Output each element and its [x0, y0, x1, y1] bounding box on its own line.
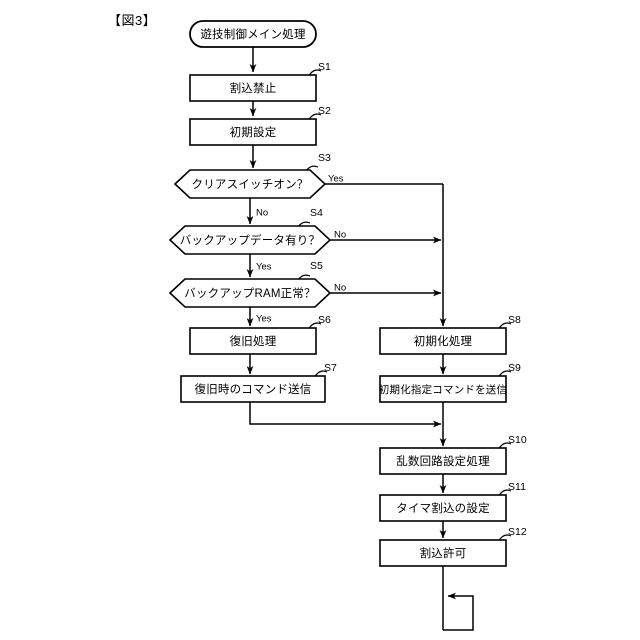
s12-box-label: 割込許可 — [420, 546, 467, 560]
branch-label-s3-no: No — [256, 208, 268, 219]
s8-box-shape — [379, 327, 507, 355]
branch-labels: Yes No No Yes No Yes — [256, 174, 346, 325]
s1-box-shape — [189, 74, 317, 102]
node-s3[interactable]: クリアスイッチオン？ — [173, 169, 327, 199]
s7-box-label: 復旧時のコマンド送信 — [195, 382, 312, 396]
node-s11[interactable]: タイマ割込の設定 — [379, 494, 507, 522]
figure-title: 【図3】 — [108, 13, 157, 28]
s2-box-label: 初期設定 — [230, 125, 277, 139]
s11-box-label: タイマ割込の設定 — [396, 501, 490, 515]
node-s2[interactable]: 初期設定 — [189, 118, 317, 146]
start-terminator-shape — [189, 20, 317, 48]
node-start[interactable]: 遊技制御メイン処理 — [189, 20, 317, 48]
branch-label-s3-yes: Yes — [328, 174, 344, 185]
step-label-s5: S5 — [310, 260, 323, 272]
edge-s7-to-merge — [249, 402, 442, 428]
edge-loop-back — [443, 592, 474, 631]
step-label-s2: S2 — [318, 105, 331, 117]
s5-decision-shape — [168, 278, 332, 308]
node-s10[interactable]: 乱数回路設定処理 — [379, 447, 507, 475]
s1-box-label: 割込禁止 — [230, 81, 277, 95]
step-label-s6: S6 — [318, 314, 331, 326]
s9-box-label: 初期化指定コマンドを送信 — [379, 383, 507, 396]
s12-box-shape — [379, 539, 507, 567]
step-label-s10: S10 — [508, 434, 527, 446]
s8-box-label: 初期化処理 — [414, 334, 473, 348]
step-number-labels: S1 S2 S3 S4 S5 S6 S7 S8 S9 S10 S11 S12 — [310, 61, 527, 538]
node-s5[interactable]: バックアップRAM正常？ — [168, 278, 332, 308]
s10-box-label: 乱数回路設定処理 — [396, 454, 490, 468]
node-s4[interactable]: バックアップデータ有り？ — [168, 225, 332, 255]
s11-box-shape — [379, 494, 507, 522]
s3-decision-shape — [173, 169, 327, 199]
step-label-s9: S9 — [508, 362, 521, 374]
branch-label-s4-no: No — [334, 230, 346, 241]
s10-box-shape — [379, 447, 507, 475]
s5-decision-label: バックアップRAM正常？ — [184, 287, 315, 300]
branch-label-s5-no: No — [334, 283, 346, 294]
step-label-s7: S7 — [324, 362, 337, 374]
node-s1[interactable]: 割込禁止 — [189, 74, 317, 102]
step-label-s11: S11 — [508, 481, 526, 493]
s4-decision-label: バックアップデータ有り？ — [180, 233, 320, 247]
node-s8[interactable]: 初期化処理 — [379, 327, 507, 355]
step-label-s4: S4 — [310, 207, 323, 219]
s2-box-shape — [189, 118, 317, 146]
branch-label-s4-yes: Yes — [256, 262, 272, 273]
node-s12[interactable]: 割込許可 — [379, 539, 507, 567]
step-label-s1: S1 — [318, 61, 331, 73]
s7-box-shape — [180, 375, 326, 403]
step-label-s3: S3 — [318, 152, 331, 164]
s6-box-label: 復旧処理 — [230, 334, 277, 348]
branch-label-s5-yes: Yes — [256, 314, 272, 325]
flow-connectors — [246, 47, 474, 631]
step-label-s8: S8 — [508, 314, 521, 326]
s4-decision-shape — [168, 225, 332, 255]
s6-box-shape — [189, 327, 317, 355]
s9-box-shape — [379, 375, 507, 403]
node-s7[interactable]: 復旧時のコマンド送信 — [180, 375, 326, 403]
node-s6[interactable]: 復旧処理 — [189, 327, 317, 355]
start-terminator-label: 遊技制御メイン処理 — [200, 27, 306, 41]
node-s9[interactable]: 初期化指定コマンドを送信 — [379, 375, 507, 403]
step-label-s12: S12 — [508, 526, 527, 538]
s3-decision-label: クリアスイッチオン？ — [192, 178, 309, 191]
